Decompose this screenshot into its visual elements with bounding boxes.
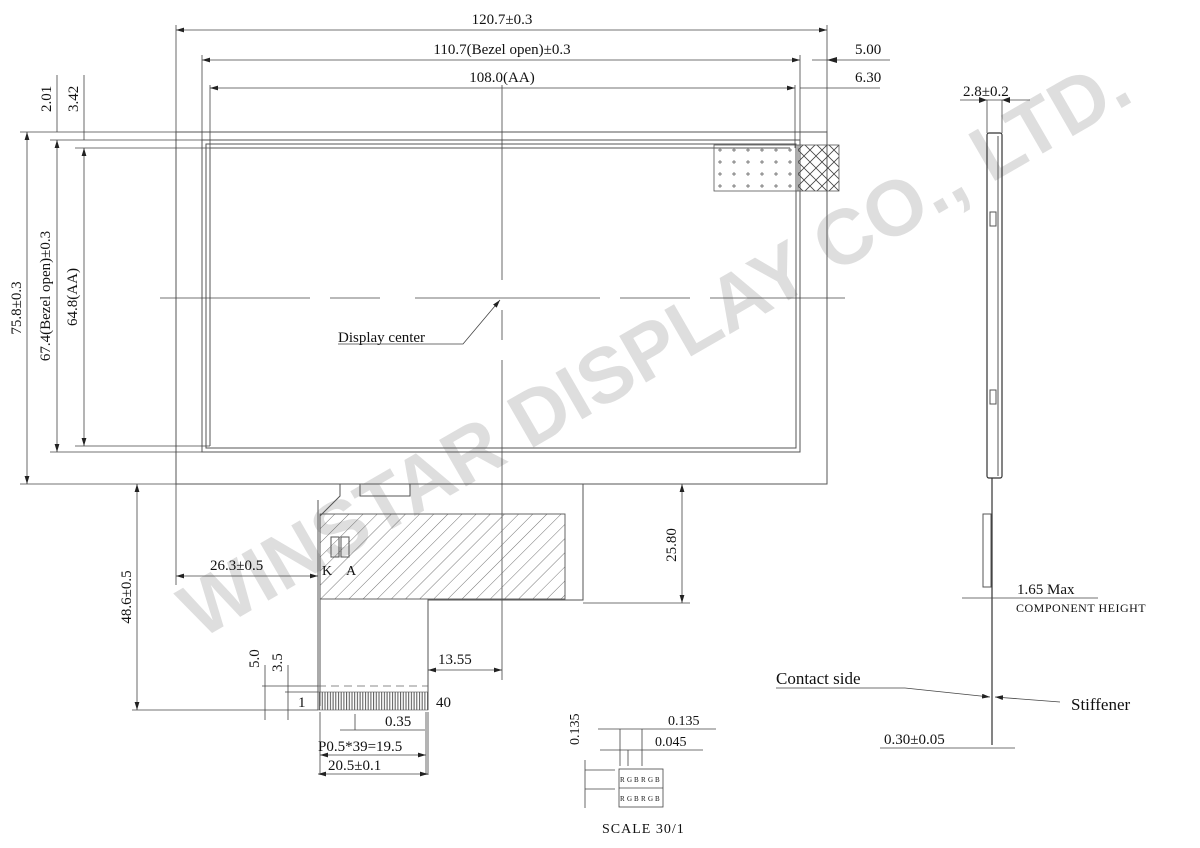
dim-pixel-width: 0.135 bbox=[668, 714, 700, 729]
dim-5-0: 5.0 bbox=[247, 649, 263, 668]
dim-subpixel-width: 0.045 bbox=[655, 735, 687, 750]
svg-text:B: B bbox=[634, 795, 639, 803]
svg-text:G: G bbox=[648, 776, 653, 784]
dim-height-bezel: 67.4(Bezel open)±0.3 bbox=[38, 231, 54, 361]
led-a-label: A bbox=[346, 564, 357, 579]
fpc: K A 26.3±0.5 48.6±0.5 25.80 13.55 1 40 5… bbox=[119, 484, 690, 777]
dim-height-aa: 64.8(AA) bbox=[65, 268, 81, 326]
dim-stiffener-height: 25.80 bbox=[664, 528, 680, 562]
svg-text:G: G bbox=[627, 776, 632, 784]
scale-label: SCALE 30/1 bbox=[602, 822, 685, 837]
pixel-detail: 0.135 0.135 0.045 R G B R G B R G B R G … bbox=[568, 714, 716, 837]
watermark: WINSTAR DISPLAY CO., LTD. bbox=[165, 38, 1145, 654]
dim-connector-offset: 13.55 bbox=[438, 652, 472, 668]
svg-text:B: B bbox=[655, 795, 660, 803]
svg-text:B: B bbox=[655, 776, 660, 784]
led-k-label: K bbox=[322, 564, 332, 579]
contact-side-label: Contact side bbox=[776, 669, 861, 688]
dim-top-bezel: 2.01 bbox=[39, 86, 55, 112]
dim-top-aa: 3.42 bbox=[66, 86, 82, 112]
ic-area bbox=[713, 144, 799, 192]
dim-height-outline: 75.8±0.3 bbox=[9, 281, 25, 334]
dim-width-bezel: 110.7(Bezel open)±0.3 bbox=[433, 42, 570, 58]
svg-text:R: R bbox=[620, 776, 625, 784]
svg-text:B: B bbox=[634, 776, 639, 784]
dim-pin-width: 0.35 bbox=[385, 714, 411, 730]
dim-right-aa: 6.30 bbox=[855, 70, 881, 86]
display-center-label: Display center bbox=[338, 330, 425, 346]
svg-text:R: R bbox=[620, 795, 625, 803]
svg-text:G: G bbox=[627, 795, 632, 803]
dim-pitch: P0.5*39=19.5 bbox=[318, 739, 402, 755]
dim-fpc-left: 26.3±0.5 bbox=[210, 558, 263, 574]
rgb-row-2: R G B R G B bbox=[620, 795, 660, 803]
dim-thickness: 2.8±0.2 bbox=[963, 84, 1009, 100]
side-view: 2.8±0.2 1.65 Max COMPONENT HEIGHT Contac… bbox=[776, 84, 1146, 749]
dim-fpc-length: 48.6±0.5 bbox=[119, 570, 135, 623]
svg-text:R: R bbox=[641, 795, 646, 803]
front-view: 120.7±0.3 110.7(Bezel open)±0.3 108.0(AA… bbox=[9, 12, 890, 680]
component-height-label: COMPONENT HEIGHT bbox=[1016, 601, 1146, 615]
svg-text:G: G bbox=[648, 795, 653, 803]
dim-3-5: 3.5 bbox=[270, 653, 286, 672]
dim-right-bezel: 5.00 bbox=[855, 42, 881, 58]
pin-1-label: 1 bbox=[298, 695, 306, 711]
dim-fpc-thickness: 0.30±0.05 bbox=[884, 732, 945, 748]
svg-text:R: R bbox=[641, 776, 646, 784]
pin-40-label: 40 bbox=[436, 695, 451, 711]
stiffener-area bbox=[319, 513, 566, 600]
stiffener-label: Stiffener bbox=[1071, 695, 1131, 714]
rgb-row-1: R G B R G B bbox=[620, 776, 660, 784]
dim-connector-width: 20.5±0.1 bbox=[328, 758, 381, 774]
dim-width-aa: 108.0(AA) bbox=[469, 70, 534, 86]
bonding-area bbox=[797, 144, 840, 192]
dim-pixel-height: 0.135 bbox=[568, 714, 583, 746]
fpc-connector-pins bbox=[317, 691, 429, 711]
dim-width-outline: 120.7±0.3 bbox=[472, 12, 533, 28]
dim-component-height: 1.65 Max bbox=[1017, 582, 1075, 598]
